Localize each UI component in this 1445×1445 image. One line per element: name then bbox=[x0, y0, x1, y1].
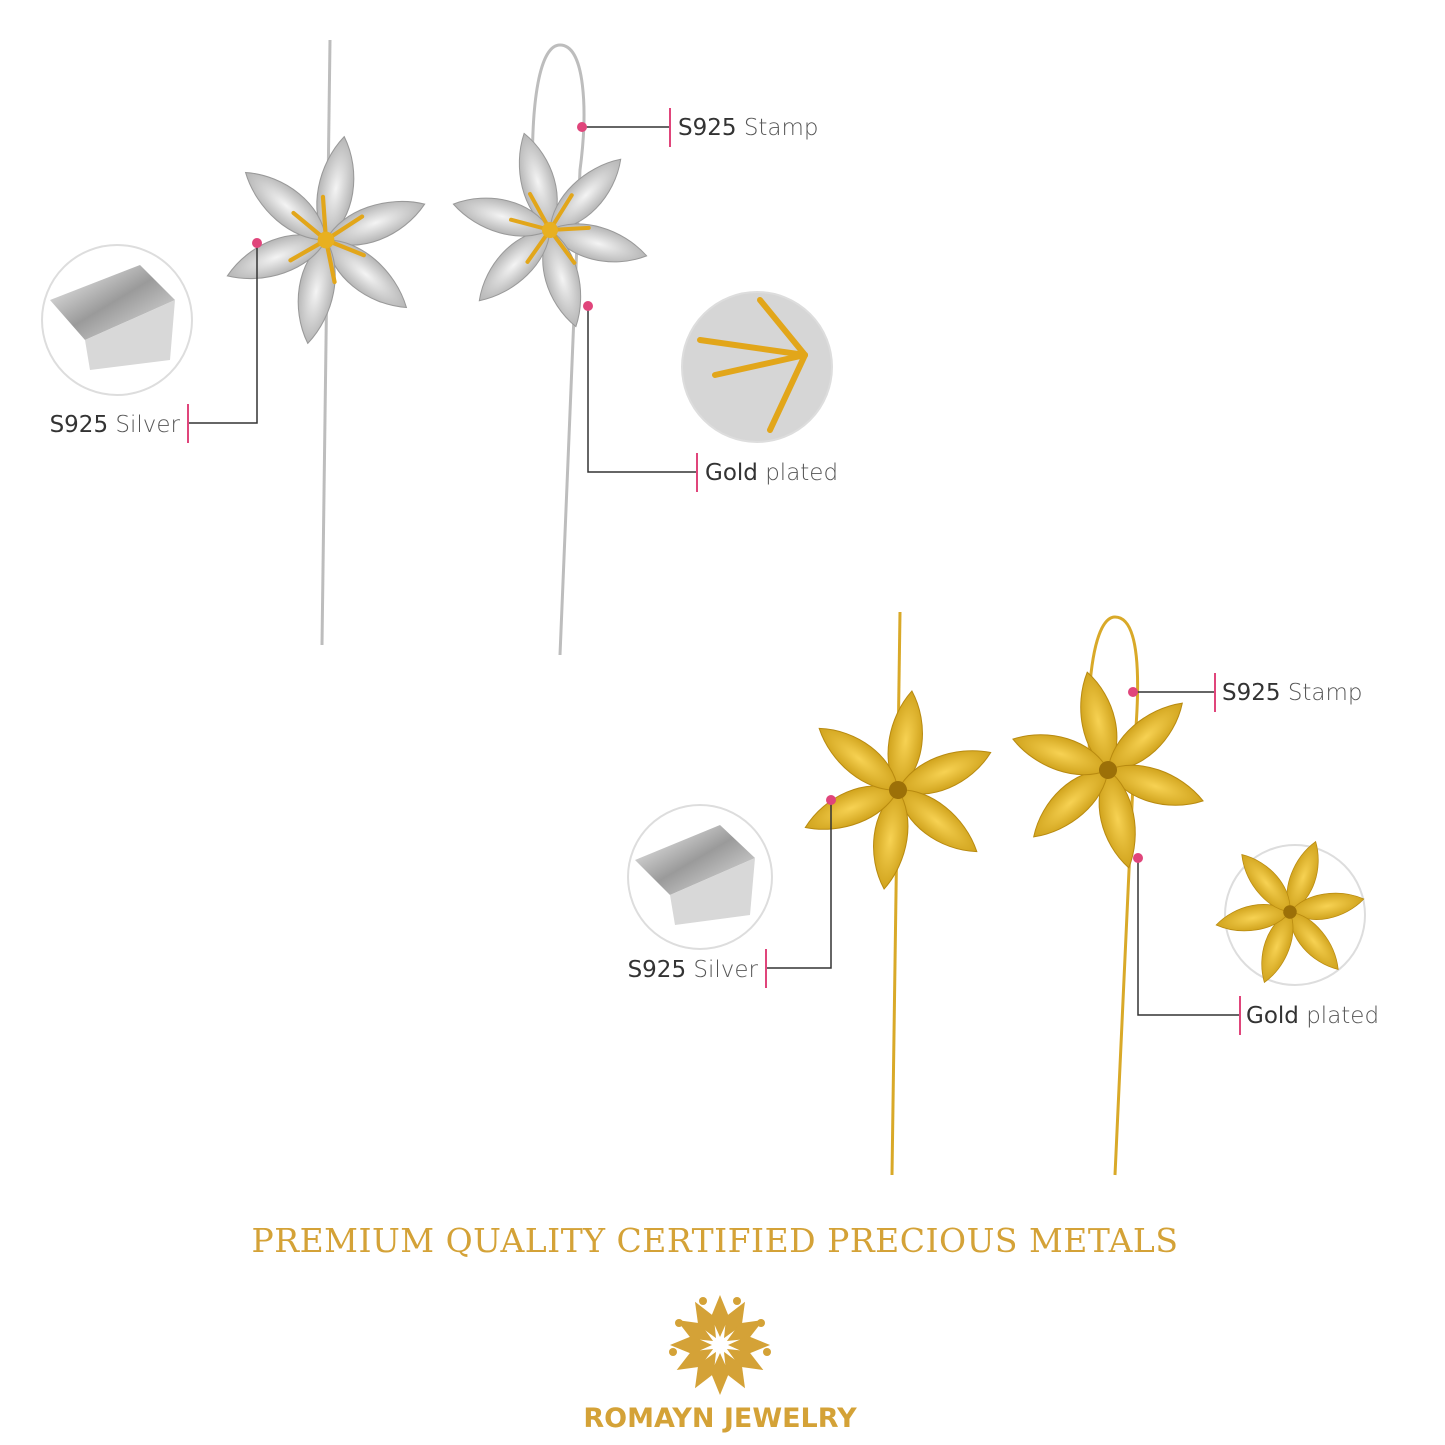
gold-material-label: S925 Silver bbox=[628, 957, 759, 983]
silver-bar-detail-1 bbox=[41, 244, 193, 396]
gold-earring-left bbox=[790, 611, 1006, 1176]
gold-stamp-label: S925 Stamp bbox=[1222, 680, 1363, 706]
tagline: PREMIUM QUALITY CERTIFIED PRECIOUS METAL… bbox=[252, 1221, 1179, 1260]
gold-plating-label: Gold plated bbox=[1246, 1003, 1379, 1029]
gold-earring-right bbox=[994, 615, 1222, 1176]
silver-plating-label: Gold plated bbox=[705, 460, 838, 486]
silver-earring-left bbox=[209, 39, 442, 646]
brand-name: ROMAYN JEWELRY bbox=[583, 1403, 857, 1434]
gold-center-detail-1 bbox=[681, 291, 833, 443]
silver-earring-right bbox=[432, 43, 668, 656]
silver-bar-detail-2 bbox=[627, 804, 773, 950]
silver-stamp-label: S925 Stamp bbox=[678, 115, 819, 141]
silver-material-label: S925 Silver bbox=[50, 412, 181, 438]
brand-logo-icon bbox=[669, 1295, 771, 1395]
gold-center-detail-2 bbox=[1197, 817, 1383, 1007]
